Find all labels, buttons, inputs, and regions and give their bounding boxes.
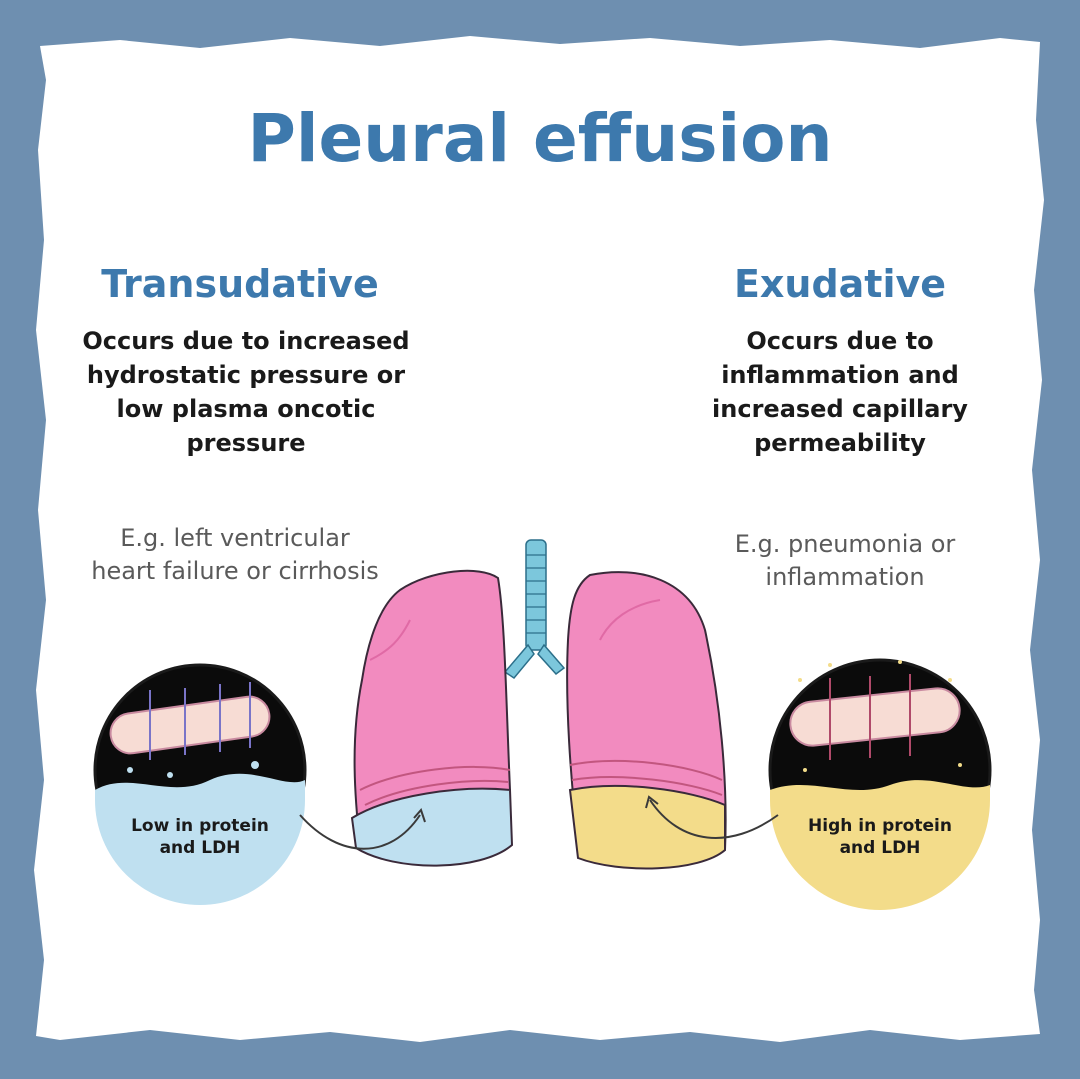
exudative-heading: Exudative (733, 262, 947, 306)
right-lung-icon (566, 571, 727, 870)
vessel-transudate-icon (93, 663, 307, 905)
transudative-heading: Transudative (101, 262, 379, 306)
trachea-icon (503, 539, 566, 679)
page-title: Pleural effusion (247, 100, 833, 177)
arrow-icon (649, 799, 779, 839)
transudative-example: E.g. left ventricular heart failure or c… (91, 524, 379, 585)
exudative-bubble-label: High in protein and LDH (808, 816, 952, 858)
left-lung-icon (350, 569, 514, 867)
transudative-description: Occurs due to increased hydrostatic pres… (82, 327, 410, 457)
exudative-example: E.g. pneumonia or inflammation (734, 530, 956, 591)
arrow-icon (299, 814, 421, 850)
transudative-bubble-label: Low in protein and LDH (131, 816, 269, 858)
vessel-exudate-icon (768, 658, 992, 910)
exudative-description: Occurs due to inflammation and increased… (712, 327, 968, 457)
